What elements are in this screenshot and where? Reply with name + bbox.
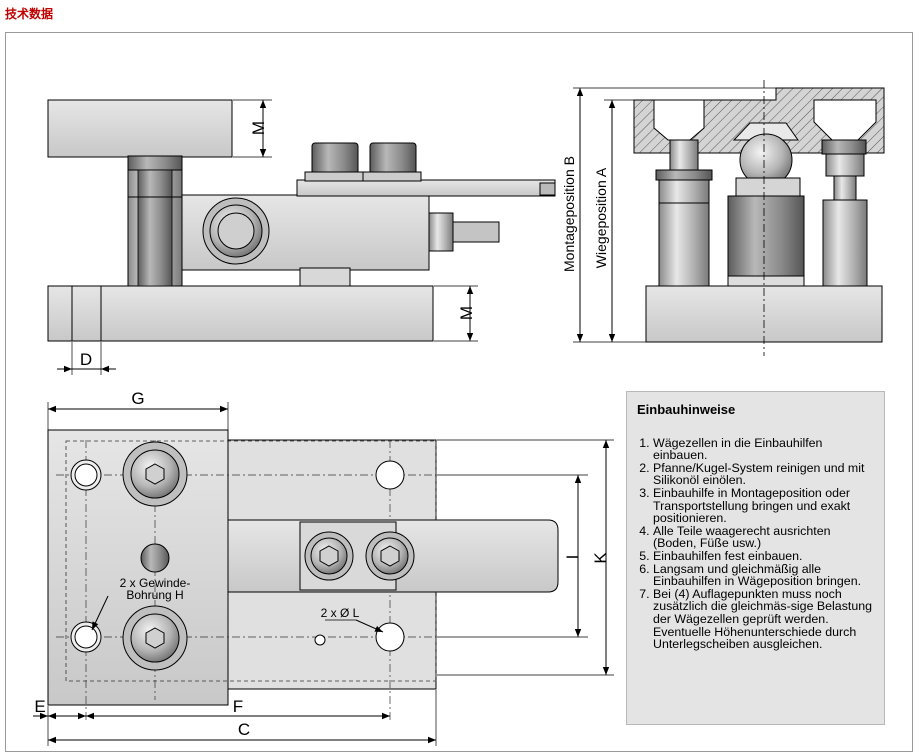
notes-item: Einbauhilfen fest einbauen.	[653, 550, 874, 563]
dim-E: E	[34, 697, 45, 716]
notes-item: Pfanne/Kugel-System reinigen und mit Sil…	[653, 461, 874, 487]
drawing-frame	[5, 32, 913, 752]
notes-list: Wägezellen in die Einbauhilfen einbauen.…	[637, 436, 874, 651]
plan-view: 2 x Gewinde- Bohrung H 2 x Ø L G C E F I…	[33, 389, 614, 746]
dim-C: C	[238, 720, 250, 739]
dim-M-top: M	[249, 121, 268, 135]
dim-B-label: Montageposition B	[561, 156, 577, 272]
notes-heading: Einbauhinweise	[637, 402, 736, 417]
dim-M-bottom: M	[457, 306, 476, 320]
notes-item: Langsam und gleichmäßig alle Einbauhilfe…	[653, 562, 874, 588]
dim-G: G	[131, 389, 144, 408]
dim-F: F	[233, 697, 243, 716]
notes-item: Wägezellen in die Einbauhilfen einbauen.	[653, 436, 874, 462]
page-title: 技术数据	[5, 7, 54, 21]
dim-K: K	[591, 552, 610, 564]
dim-D: D	[80, 350, 92, 369]
thread-note-line2: Bohrung H	[126, 588, 183, 602]
thread-note-line1: 2 x Gewinde-	[120, 576, 191, 590]
section-view: Montageposition B Wiegeposition A	[561, 80, 885, 356]
dim-I: I	[563, 555, 582, 560]
notes-item: Alle Teile waagerecht ausrichten (Boden,…	[653, 524, 874, 550]
notes-item: Bei (4) Auflagepunkten muss noch zusätzl…	[653, 587, 874, 651]
installation-notes-panel: Einbauhinweise Wägezellen in die Einbauh…	[626, 391, 885, 725]
dim-A-label: Wiegeposition A	[593, 167, 609, 268]
notes-item: Einbauhilfe in Montageposition oder Tran…	[653, 487, 874, 525]
hole-note: 2 x Ø L	[321, 606, 360, 620]
side-view: M M D	[47, 99, 556, 375]
